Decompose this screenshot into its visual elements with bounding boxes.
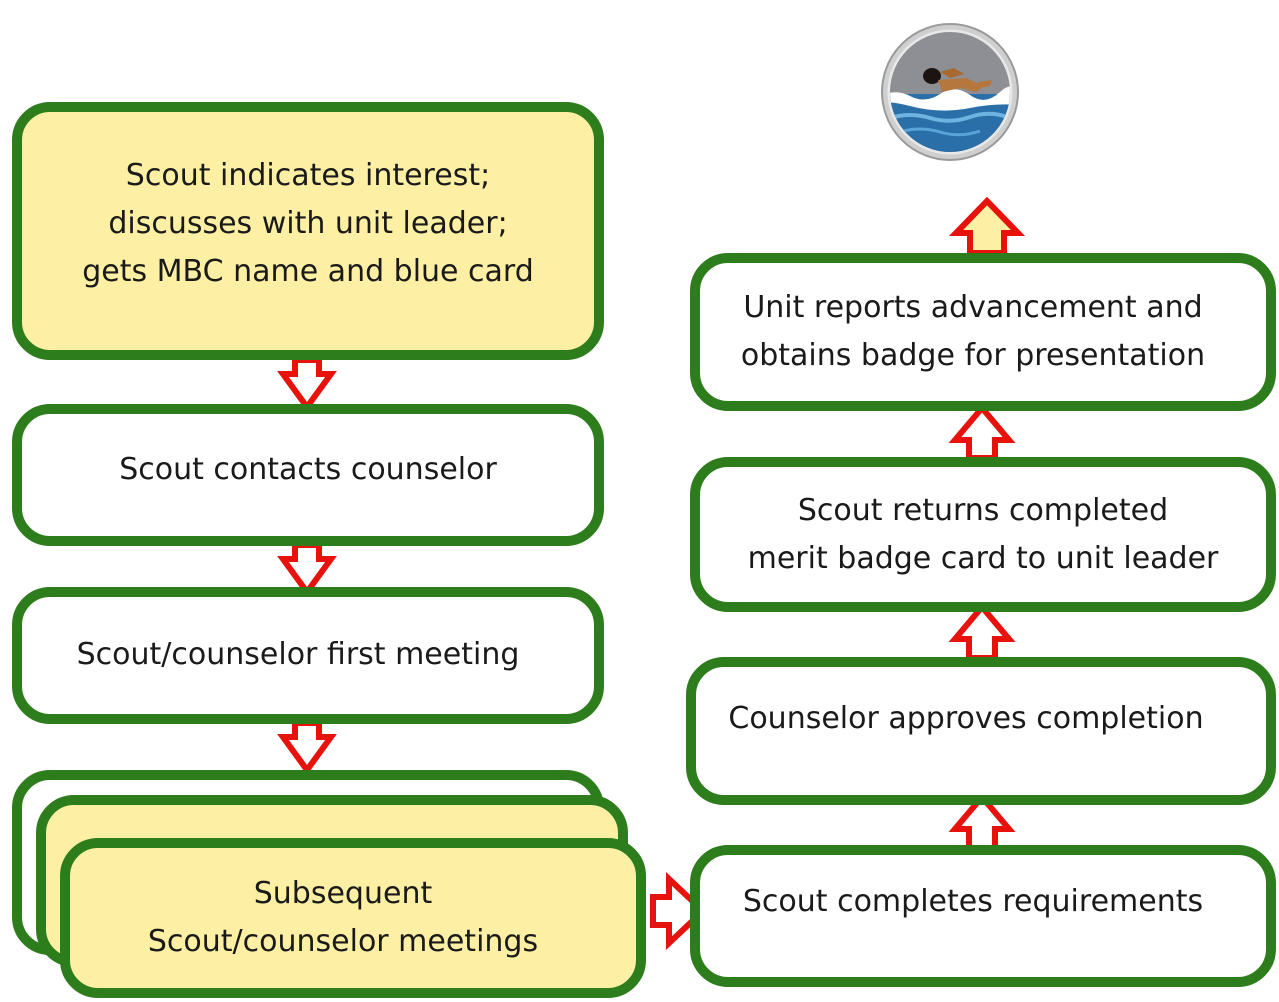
arrow-down-2 — [277, 542, 337, 598]
step-interest-line-3: gets MBC name and blue card — [82, 254, 534, 289]
step-approves-line-1: Counselor approves completion — [728, 701, 1204, 736]
step-first-meeting: Scout/counselor first meeting — [12, 587, 604, 724]
step-first-meeting-line-1: Scout/counselor first meeting — [76, 637, 520, 672]
step-interest-line-2: discusses with unit leader; — [108, 206, 508, 241]
step-subsequent: Subsequent Scout/counselor meetings — [60, 838, 646, 998]
step-subsequent-line-2: Scout/counselor meetings — [147, 924, 539, 959]
arrow-up-2 — [948, 602, 1016, 661]
step-completes: Scout completes requirements — [690, 845, 1276, 987]
arrow-up-3 — [948, 403, 1016, 461]
step-contact: Scout contacts counselor — [12, 404, 604, 546]
step-completes-line-1: Scout completes requirements — [742, 884, 1204, 919]
arrow-up-top — [948, 196, 1026, 256]
arrow-up-1 — [948, 792, 1016, 851]
arrow-down-3 — [277, 720, 337, 776]
step-returns: Scout returns completed merit badge card… — [690, 457, 1276, 612]
step-reports-line-1: Unit reports advancement and — [743, 290, 1203, 325]
arrow-right — [650, 872, 708, 950]
step-returns-line-1: Scout returns completed — [797, 492, 1169, 528]
step-returns-line-2: merit badge card to unit leader — [747, 540, 1219, 576]
step-contact-line-1: Scout contacts counselor — [119, 452, 497, 487]
step-approves: Counselor approves completion — [686, 657, 1276, 805]
step-interest-line-1: Scout indicates interest; — [125, 158, 491, 193]
step-reports: Unit reports advancement and obtains bad… — [690, 253, 1276, 411]
step-interest: Scout indicates interest; discusses with… — [12, 102, 604, 360]
step-subsequent-line-1: Subsequent — [253, 876, 433, 911]
step-reports-line-2: obtains badge for presentation — [740, 338, 1206, 373]
swimming-merit-badge-icon — [881, 23, 1019, 161]
arrow-down-1 — [277, 357, 337, 413]
